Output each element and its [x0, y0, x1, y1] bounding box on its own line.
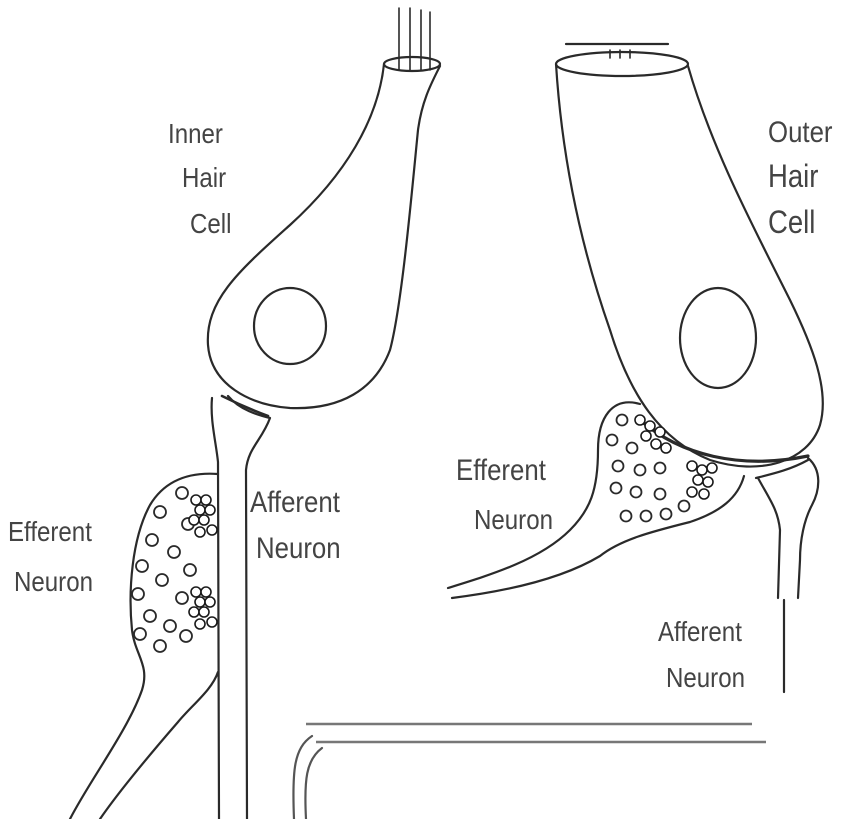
left-afferent-label-line-1: Afferent	[250, 488, 340, 518]
outer-hair-cell-label-line-2: Hair	[768, 160, 818, 192]
inner-hair-cell-label-line-1: Inner	[168, 120, 223, 148]
bottom-rules	[293, 724, 766, 819]
inner-hair-cell-label-line-3: Cell	[190, 210, 231, 238]
outer-hair-cell-label-line-3: Cell	[768, 206, 815, 238]
left-efferent-label-line-1: Efferent	[8, 518, 92, 546]
inner-hair-cell-cuticular-plate	[384, 57, 440, 71]
right-efferent-label-line-2: Neuron	[474, 506, 553, 534]
outer-hair-cell-cuticular-plate	[556, 52, 688, 76]
left-afferent-neuron	[212, 396, 270, 819]
inner-hair-cell-label-line-2: Hair	[182, 164, 226, 192]
outer-hair-cell-nucleus	[680, 288, 756, 388]
inner-hair-cell-nucleus	[254, 288, 326, 364]
right-afferent-label-line-2: Neuron	[666, 664, 745, 692]
right-efferent-vesicles	[607, 415, 718, 522]
left-afferent-label-line-2: Neuron	[256, 534, 341, 564]
left-efferent-label-line-2: Neuron	[14, 568, 93, 596]
outer-hair-cell-label-line-1: Outer	[768, 118, 833, 148]
outer-hair-cell	[556, 44, 823, 467]
right-efferent-neuron	[448, 402, 744, 598]
inner-hair-cell	[208, 8, 440, 408]
left-efferent-vesicles	[132, 487, 217, 652]
right-efferent-label-line-1: Efferent	[456, 456, 546, 486]
inner-hair-cell-stereocilia	[399, 8, 430, 70]
right-afferent-neuron	[756, 458, 818, 692]
inner-hair-cell-body	[208, 64, 440, 408]
right-afferent-label-line-1: Afferent	[658, 618, 742, 646]
